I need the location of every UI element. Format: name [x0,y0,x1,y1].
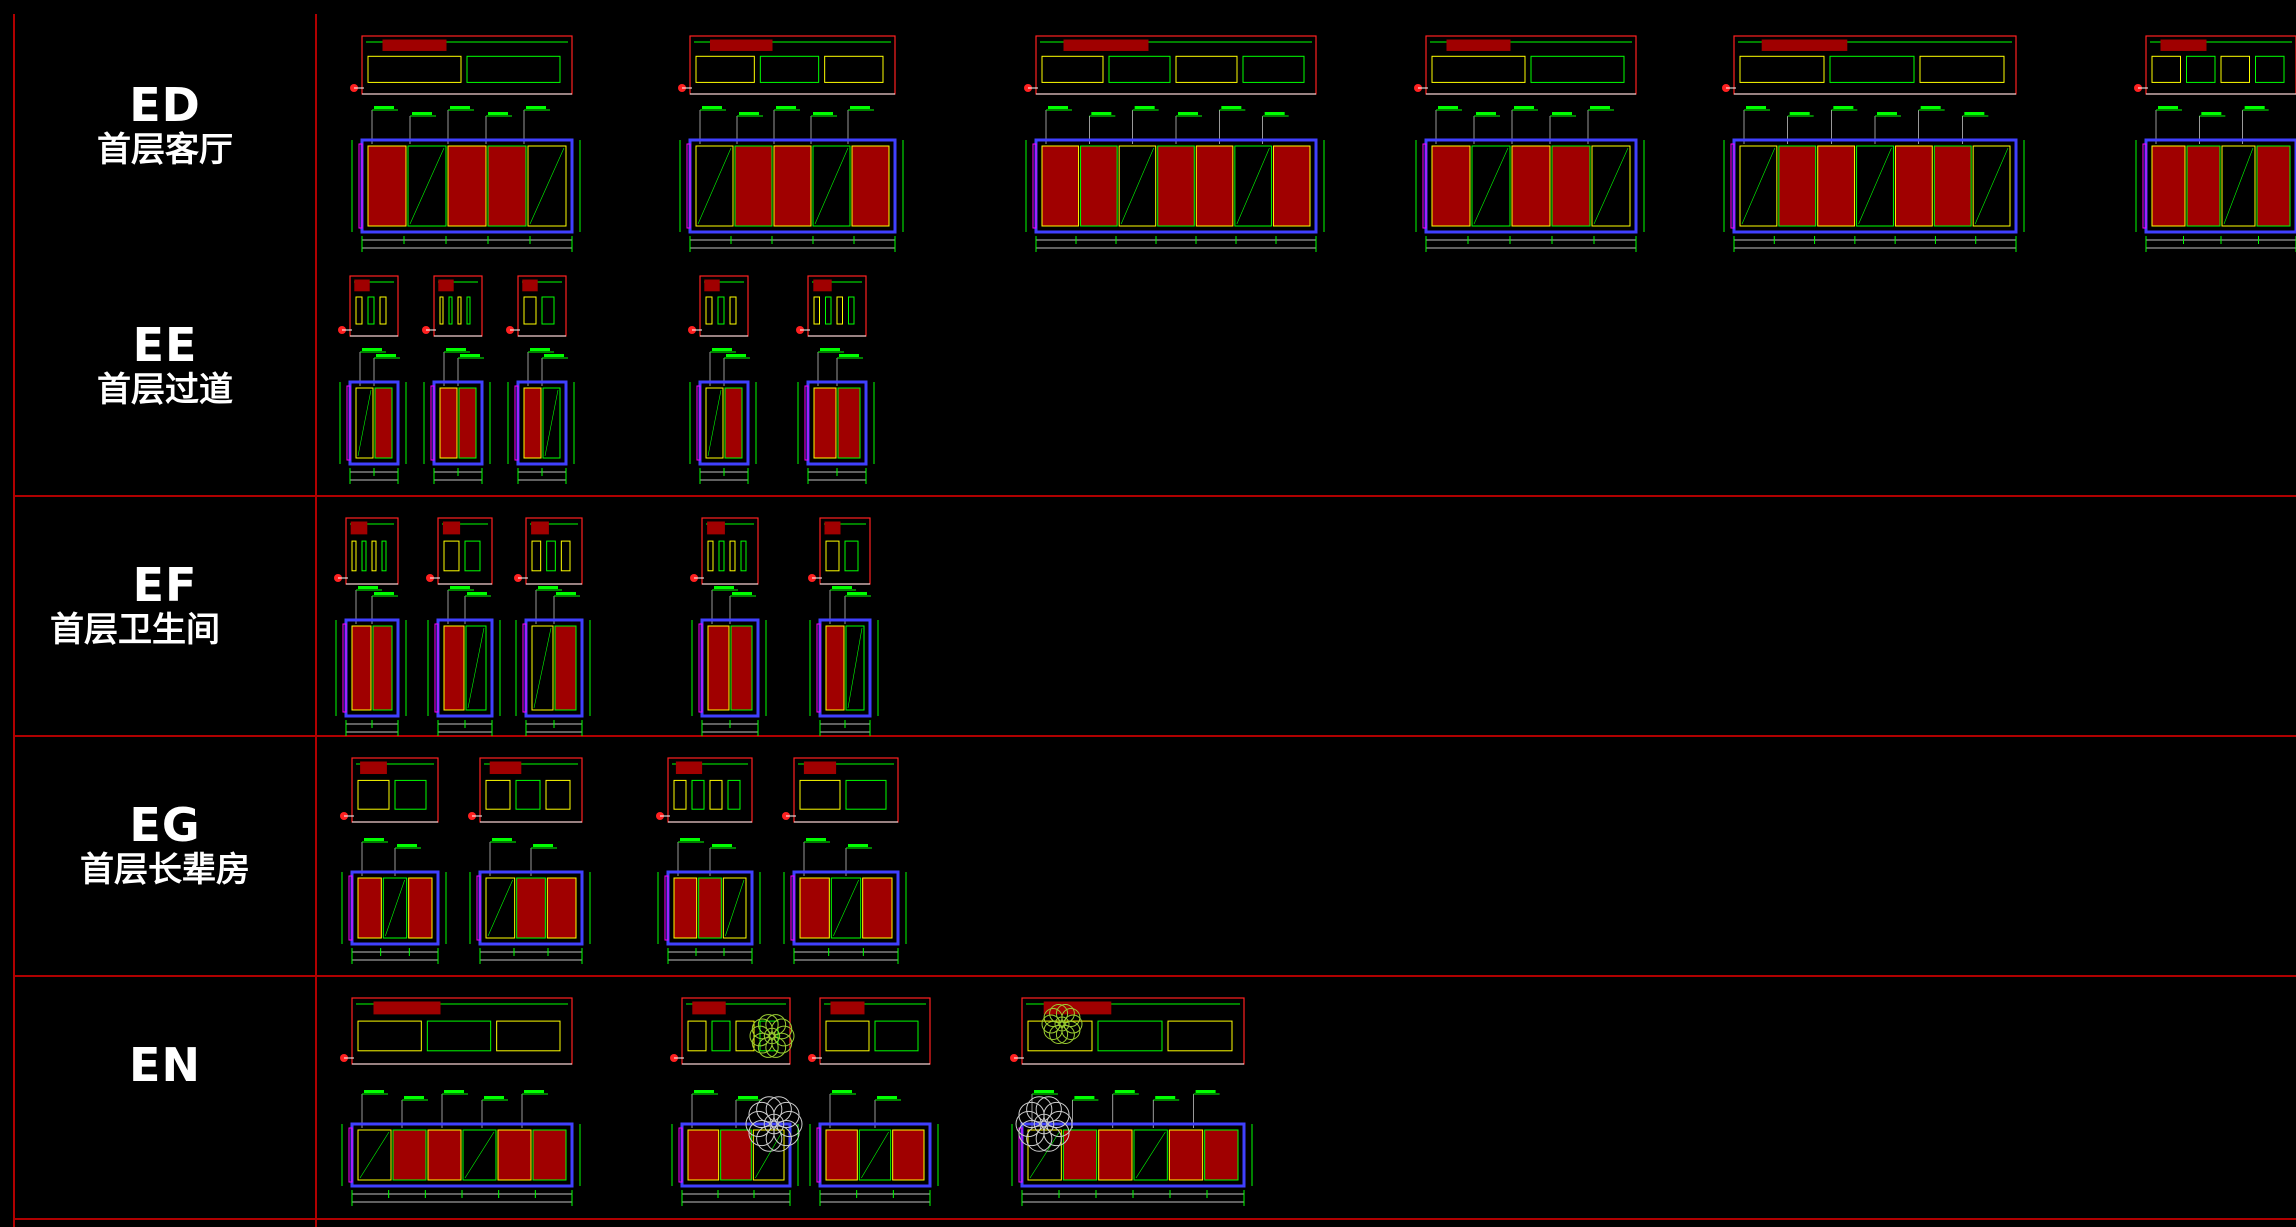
row-code: EG [129,798,201,852]
elevation-view [691,586,767,736]
plan-view [1024,35,1317,95]
plan-view [808,997,931,1065]
plan-view [334,517,399,585]
plan-view [690,517,759,585]
row-label-ef: EF 首层卫生间 [0,560,270,650]
elevation-view [469,838,591,964]
elevation-view [671,1090,799,1206]
row-label-ee: EE 首层过道 [14,320,316,410]
elevation-view [507,348,575,484]
plan-view [656,757,753,823]
elevation-view [689,348,757,484]
elevation-view [427,586,501,736]
row-code: EN [129,1038,201,1092]
plan-view [350,35,573,95]
tree-symbol [749,1014,795,1058]
elevation-view [341,838,447,964]
plan-view [340,757,439,823]
row-label-ed: ED 首层客厅 [14,80,316,170]
elevation-view [351,106,581,252]
row-label-eg: EG 首层长辈房 [14,800,316,890]
row-name: 首层过道 [97,370,233,410]
row-code: ED [129,78,201,132]
elevation-view [1723,106,2025,252]
plan-view [506,275,567,337]
elevation-drawings [334,35,2296,1206]
plan-view [2134,35,2296,95]
elevation-view [339,348,407,484]
plan-view [468,757,583,823]
plan-view [1722,35,2017,95]
plan-view [338,275,399,337]
tree-symbol [745,1096,803,1152]
row-code: EE [132,318,198,372]
plan-view [670,997,791,1065]
row-code: EF [132,558,198,612]
row-name: 首层客厅 [97,130,233,170]
row-name: 首层卫生间 [50,610,220,650]
plan-view [514,517,583,585]
elevation-view [515,586,591,736]
elevation-view [1011,1090,1253,1206]
plan-view [808,517,871,585]
plan-view [678,35,896,95]
elevation-view [657,838,761,964]
row-label-en: EN [14,1040,316,1090]
elevation-view [423,348,491,484]
plan-view [796,275,867,337]
elevation-view [335,586,407,736]
plan-view [1414,35,1637,95]
elevation-view [809,1090,939,1206]
elevation-view [797,348,875,484]
elevation-view [1415,106,1645,252]
tree-symbol [1041,1004,1083,1044]
plan-view [688,275,749,337]
plan-view [340,997,573,1065]
elevation-view [341,1090,581,1206]
row-name: 首层长辈房 [80,850,250,890]
plan-view [426,517,493,585]
sheet-grid [13,14,2296,1227]
plan-view [782,757,899,823]
elevation-view [2135,106,2296,252]
plan-view [422,275,483,337]
elevation-view [783,838,907,964]
elevation-view [1025,106,1325,252]
elevation-view [679,106,904,252]
elevation-view [809,586,879,736]
tree-symbol [1015,1096,1073,1152]
